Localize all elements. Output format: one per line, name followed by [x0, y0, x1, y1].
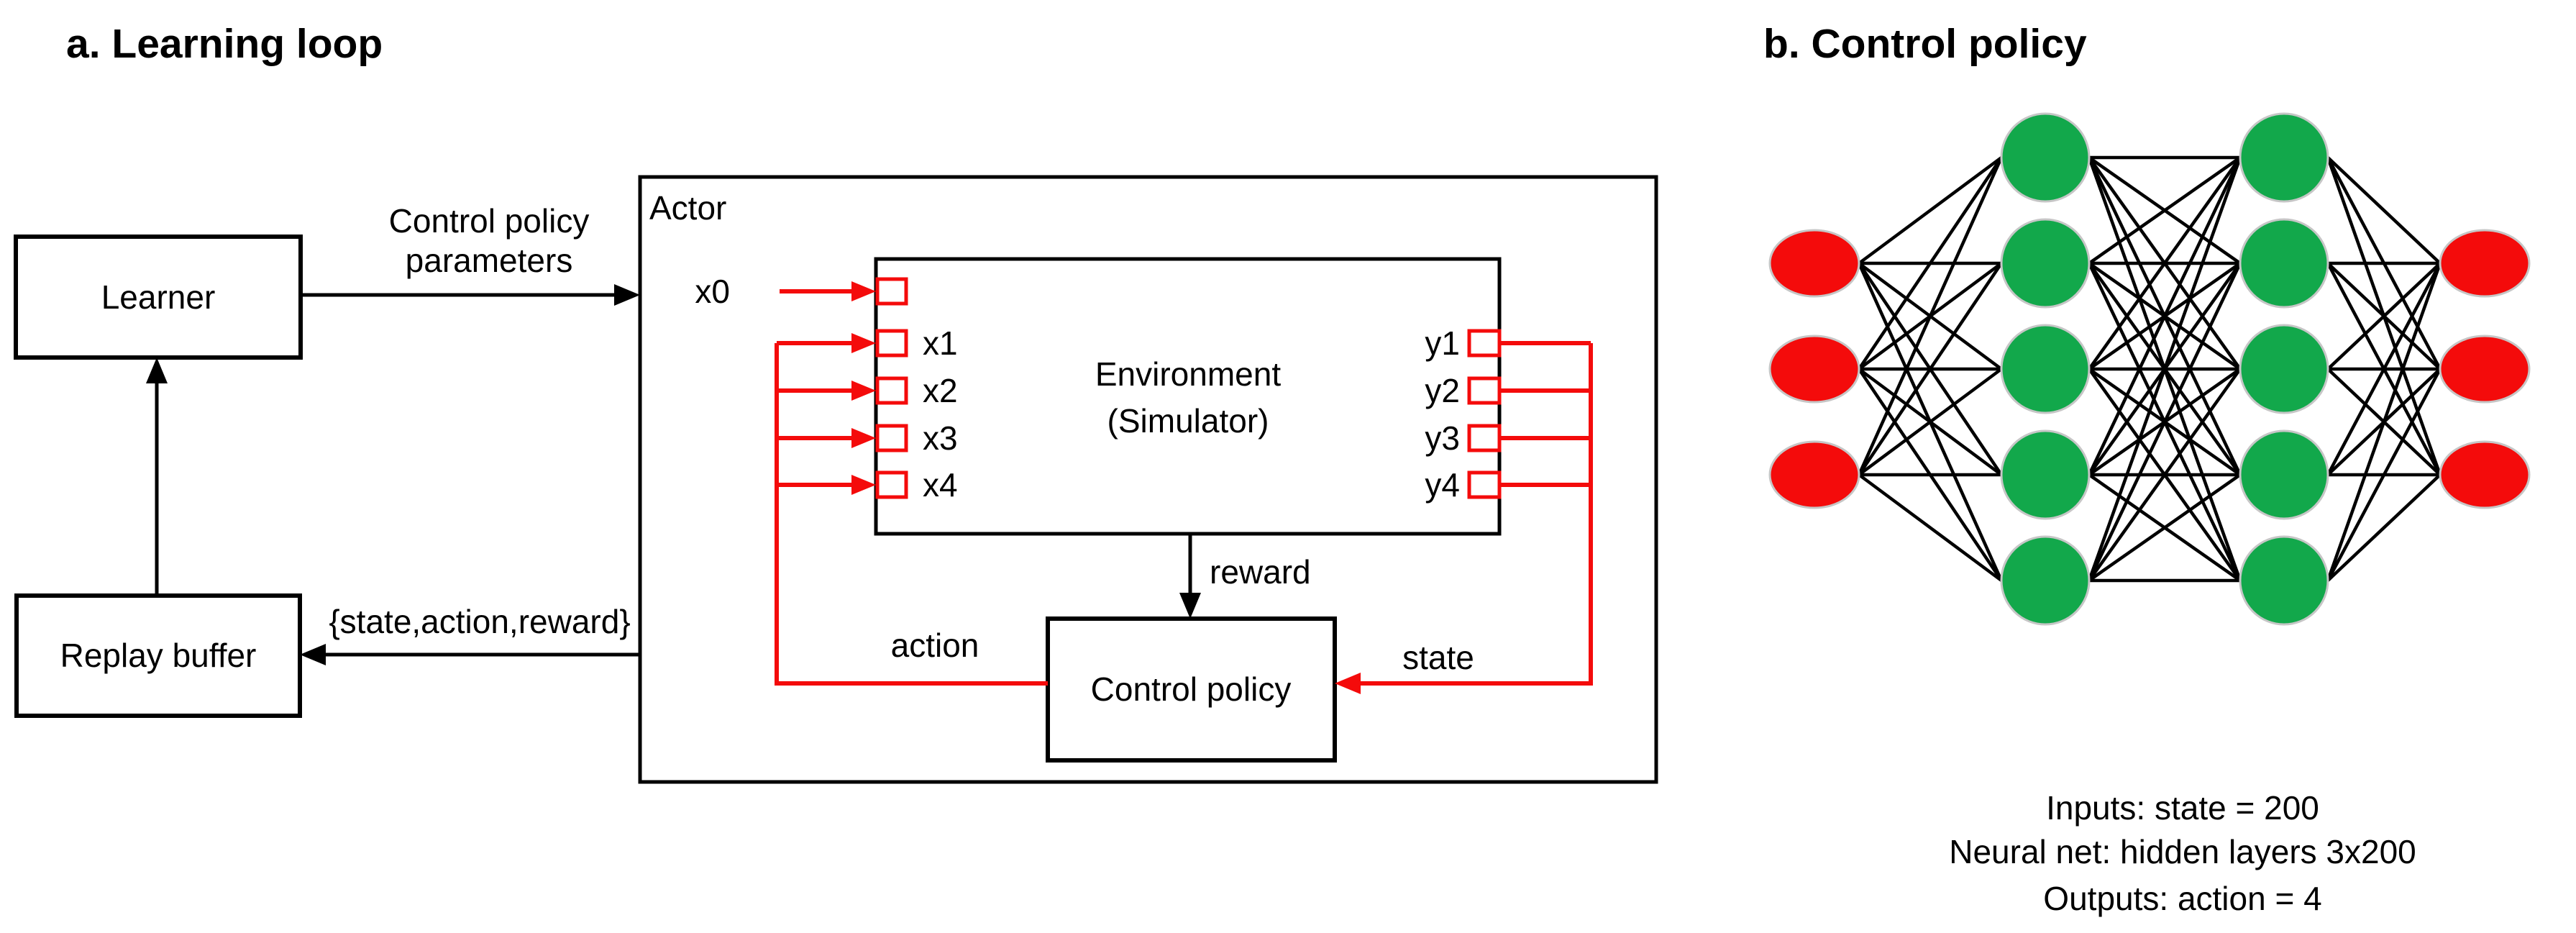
nn-edge [2088, 368, 2242, 582]
nn-edge [1857, 157, 2004, 475]
x-port-arrowhead [851, 381, 876, 401]
arrow-actor-to-replay [300, 644, 640, 665]
hidden-layer-1-node [2000, 535, 2091, 626]
arrowhead [300, 644, 326, 665]
nn-edge [1858, 368, 2003, 476]
hidden-layer-2-node [2239, 429, 2329, 520]
x-port-arrowhead [851, 428, 876, 448]
x-port-square [875, 470, 908, 499]
reward-label: reward [1210, 553, 1311, 591]
nn-edge [1858, 156, 2003, 265]
x-port-label: x0 [695, 273, 730, 310]
state-label: state [1402, 639, 1474, 676]
nn-edge [2087, 157, 2242, 475]
hidden-layer-1-node [2000, 324, 2091, 414]
y-port-square [1467, 470, 1502, 499]
state-arrowhead [1335, 673, 1361, 694]
hidden-layer-1-node [2000, 429, 2091, 520]
hidden-layer-2-node [2239, 324, 2329, 414]
panel-a-title: a. Learning loop [66, 21, 383, 67]
state-wire [1358, 343, 1593, 686]
y-port-square [1467, 329, 1502, 358]
nn-edge [2326, 368, 2442, 582]
nn-edge [2326, 156, 2442, 265]
nn-edge [2326, 262, 2442, 370]
hidden-layer-2-node [2239, 112, 2329, 203]
nn-edge [2088, 156, 2242, 370]
x-port-arrowhead [851, 333, 876, 353]
nn-edge [1858, 156, 2003, 370]
panel-b: b. Control policy Inputs: state = 200 Ne… [1763, 21, 2531, 917]
arrow-reward [1179, 534, 1201, 619]
y-port-square [1467, 424, 1502, 452]
actor-label: Actor [649, 189, 726, 227]
learner-label: Learner [101, 278, 216, 316]
y-port-label: y4 [1425, 466, 1460, 504]
x-port-label: x3 [923, 419, 958, 457]
action-wire [775, 343, 1048, 686]
environment-label-line2: (Simulator) [1107, 402, 1269, 440]
input-layer-node [1768, 440, 1860, 509]
caption-inputs: Inputs: state = 200 [2046, 789, 2319, 827]
arrowhead [1179, 593, 1201, 619]
caption-hidden: Neural net: hidden layers 3x200 [1949, 833, 2416, 870]
y-output-ports: y1 y2 y3 y4 [1425, 324, 1591, 504]
y-port-label: y3 [1425, 419, 1460, 457]
params-label-line1: Control policy [389, 202, 590, 240]
nn-edge [2088, 473, 2242, 582]
output-layer-node [2439, 229, 2531, 298]
hidden-layer-1-node [2000, 218, 2091, 309]
x-port-label: x4 [923, 466, 958, 504]
input-layer-node [1768, 229, 1860, 298]
params-label-line2: parameters [406, 242, 573, 279]
hidden-layer-2-node [2239, 535, 2329, 626]
caption-outputs: Outputs: action = 4 [2043, 880, 2321, 917]
output-layer-node [2439, 440, 2531, 509]
hidden-layer-2-node [2239, 218, 2329, 309]
nn-edge [2087, 263, 2242, 581]
hidden-layer-1-node [2000, 112, 2091, 203]
nn-edge [2326, 262, 2442, 476]
arrowhead [614, 284, 640, 306]
control-policy-box [1046, 616, 1337, 763]
x-port-label: x2 [923, 372, 958, 409]
nn-edge [2326, 473, 2442, 582]
x-port-square [875, 277, 908, 306]
control-policy-label: Control policy [1091, 670, 1292, 708]
learner-box [14, 235, 303, 360]
replay-buffer-box [14, 593, 302, 718]
x-input-ports: x0 x1 x2 x3 x4 [695, 273, 957, 504]
panel-b-title: b. Control policy [1763, 21, 2087, 67]
environment-box [874, 257, 1502, 536]
nn-edge [1858, 262, 2003, 476]
output-layer-node [2439, 334, 2531, 404]
panel-a: a. Learning loop Learner Replay buffer A… [14, 21, 1658, 784]
neural-network [1768, 112, 2531, 626]
nn-edge [1858, 473, 2003, 582]
sar-label: {state,action,reward} [329, 603, 630, 640]
nn-edge [2326, 263, 2442, 581]
arrow-learner-to-actor [301, 284, 640, 306]
arrowhead [146, 358, 168, 383]
nn-edge [2087, 157, 2242, 581]
y-port-square [1467, 376, 1502, 405]
input-layer-node [1768, 334, 1860, 404]
x-port-square [875, 424, 908, 452]
red-wiring [775, 343, 1593, 694]
action-label: action [891, 627, 979, 664]
x-port-label: x1 [923, 324, 958, 362]
replay-buffer-label: Replay buffer [60, 637, 257, 674]
x-port-square [875, 329, 908, 358]
x-port-square [875, 376, 908, 405]
nn-edge [2088, 156, 2242, 265]
y-port-label: y1 [1425, 324, 1460, 362]
x-port-arrowhead [851, 281, 876, 301]
x-port-arrowhead [851, 475, 876, 495]
environment-label-line1: Environment [1095, 355, 1281, 393]
arrow-replay-to-learner [146, 358, 168, 596]
y-port-label: y2 [1425, 372, 1460, 409]
